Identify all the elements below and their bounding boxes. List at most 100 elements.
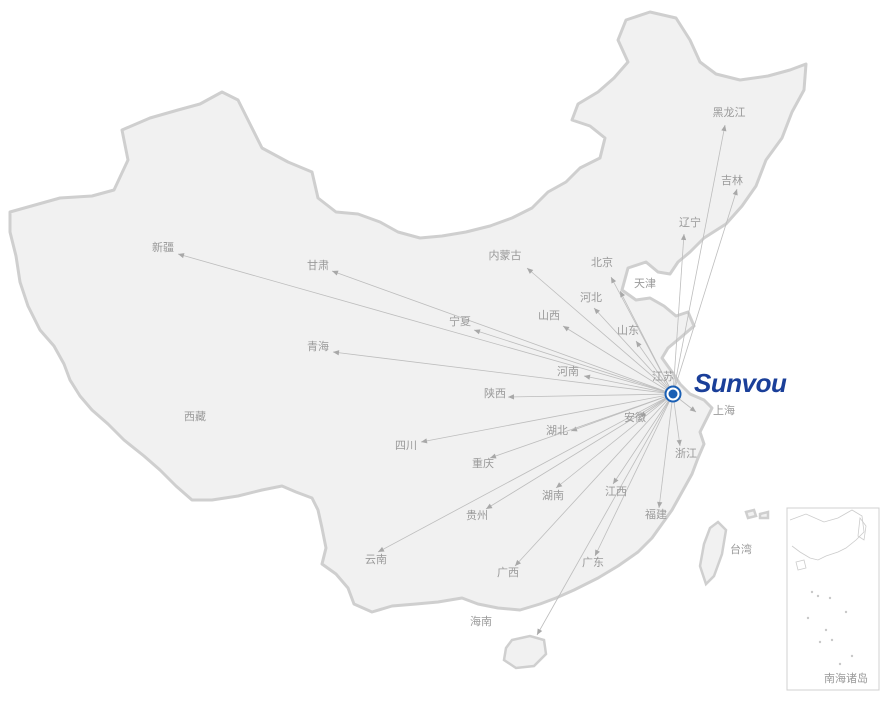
- province-label: 西藏: [184, 410, 206, 423]
- route-arrowhead-21: [490, 453, 497, 459]
- route-arrowhead-12: [333, 350, 340, 356]
- route-line-7: [672, 124, 726, 395]
- route-arrowhead-10: [474, 329, 481, 335]
- inset-coastline: [789, 509, 865, 561]
- hub-marker: [664, 385, 682, 403]
- province-label: 吉林: [721, 173, 743, 187]
- province-label: 河南: [557, 365, 579, 378]
- route-arrowhead-14: [508, 394, 515, 400]
- province-label: 安徽: [624, 410, 646, 424]
- route-arrowhead-19: [689, 406, 696, 412]
- province-label: 青海: [307, 339, 329, 353]
- route-arrowhead-6: [732, 189, 738, 196]
- province-label: 新疆: [152, 240, 174, 254]
- sunvou-logo: Sunvou: [694, 368, 787, 398]
- province-label: 山西: [538, 309, 560, 322]
- logo-wordmark: Sunvou: [694, 368, 787, 398]
- hub-dot: [668, 389, 678, 399]
- province-label: 海南: [470, 614, 492, 628]
- province-label: 山东: [617, 324, 639, 337]
- route-line-2: [526, 267, 674, 395]
- route-line-14: [507, 393, 674, 398]
- route-line-12: [332, 351, 674, 395]
- province-label: 辽宁: [679, 215, 701, 229]
- province-label: 宁夏: [449, 314, 471, 328]
- route-arrowhead-2: [527, 268, 534, 274]
- province-label: 甘肃: [307, 259, 329, 272]
- route-line-20: [672, 393, 681, 447]
- province-label: 台湾: [730, 542, 752, 556]
- route-line-30: [536, 393, 674, 636]
- province-label: 河北: [580, 291, 602, 304]
- route-line-13: [583, 375, 674, 395]
- route-arrowhead-26: [378, 546, 385, 552]
- inset-label: 南海诸岛: [824, 671, 868, 685]
- zhoushan-islands: [744, 508, 770, 520]
- inset-hainan: [795, 559, 807, 571]
- route-lines: [177, 124, 738, 636]
- route-line-26: [377, 393, 674, 553]
- province-label: 内蒙古: [489, 248, 522, 262]
- province-label: 云南: [365, 553, 387, 566]
- province-label: 黑龙江: [713, 106, 746, 119]
- south-china-sea-inset: 南海诸岛: [786, 507, 880, 691]
- route-arrowhead-20: [676, 439, 682, 446]
- province-label: 浙江: [675, 447, 697, 460]
- province-label: 湖北: [546, 424, 568, 437]
- route-arrowhead-13: [584, 374, 591, 380]
- hainan-island: [502, 634, 548, 670]
- route-arrowhead-23: [613, 477, 619, 484]
- route-arrowhead-1: [332, 270, 339, 276]
- route-arrowhead-16: [421, 438, 428, 444]
- route-arrowhead-5: [680, 234, 687, 241]
- route-line-1: [331, 270, 674, 395]
- province-label: 陕西: [484, 386, 506, 400]
- route-arrowhead-0: [178, 253, 185, 259]
- route-arrowhead-18: [640, 411, 647, 417]
- route-arrowhead-3: [611, 277, 617, 284]
- route-line-27: [514, 393, 674, 567]
- route-line-22: [555, 393, 674, 489]
- taiwan-island: [698, 520, 728, 587]
- route-line-10: [473, 329, 674, 395]
- province-label: 广东: [582, 556, 604, 569]
- route-line-5: [672, 233, 685, 395]
- province-label: 北京: [591, 255, 613, 269]
- province-label: 福建: [645, 507, 667, 521]
- inset-taiwan: [857, 516, 867, 541]
- route-line-23: [612, 393, 674, 485]
- province-label: 湖南: [542, 489, 564, 502]
- route-line-9: [562, 325, 674, 395]
- province-label: 江苏: [652, 370, 674, 383]
- route-arrowhead-25: [486, 503, 493, 509]
- route-arrowhead-8: [594, 308, 600, 315]
- route-line-28: [594, 393, 674, 557]
- route-line-6: [672, 188, 738, 395]
- route-arrowhead-7: [721, 125, 727, 132]
- route-arrowhead-11: [636, 341, 642, 348]
- route-line-21: [489, 393, 674, 459]
- route-arrowhead-4: [620, 291, 626, 298]
- route-line-0: [177, 253, 674, 395]
- route-line-11: [635, 340, 674, 395]
- route-line-16: [420, 393, 674, 443]
- inset-frame: [786, 507, 880, 691]
- route-arrowhead-9: [563, 326, 570, 332]
- route-arrowhead-27: [515, 559, 521, 566]
- china-mainland-outline: [8, 10, 808, 614]
- route-arrowhead-24: [657, 501, 663, 508]
- province-label: 贵州: [466, 509, 488, 522]
- province-label: 天津: [634, 277, 656, 290]
- province-label: 四川: [395, 439, 417, 452]
- province-label: 江西: [605, 485, 627, 498]
- route-line-4: [619, 290, 674, 395]
- province-label: 上海: [713, 403, 735, 417]
- province-label: 重庆: [472, 456, 494, 470]
- route-arrowhead-30: [537, 628, 543, 635]
- province-label: 广西: [497, 566, 519, 579]
- route-arrowhead-22: [556, 482, 563, 488]
- route-line-8: [593, 307, 674, 395]
- route-arrowhead-28: [595, 549, 600, 556]
